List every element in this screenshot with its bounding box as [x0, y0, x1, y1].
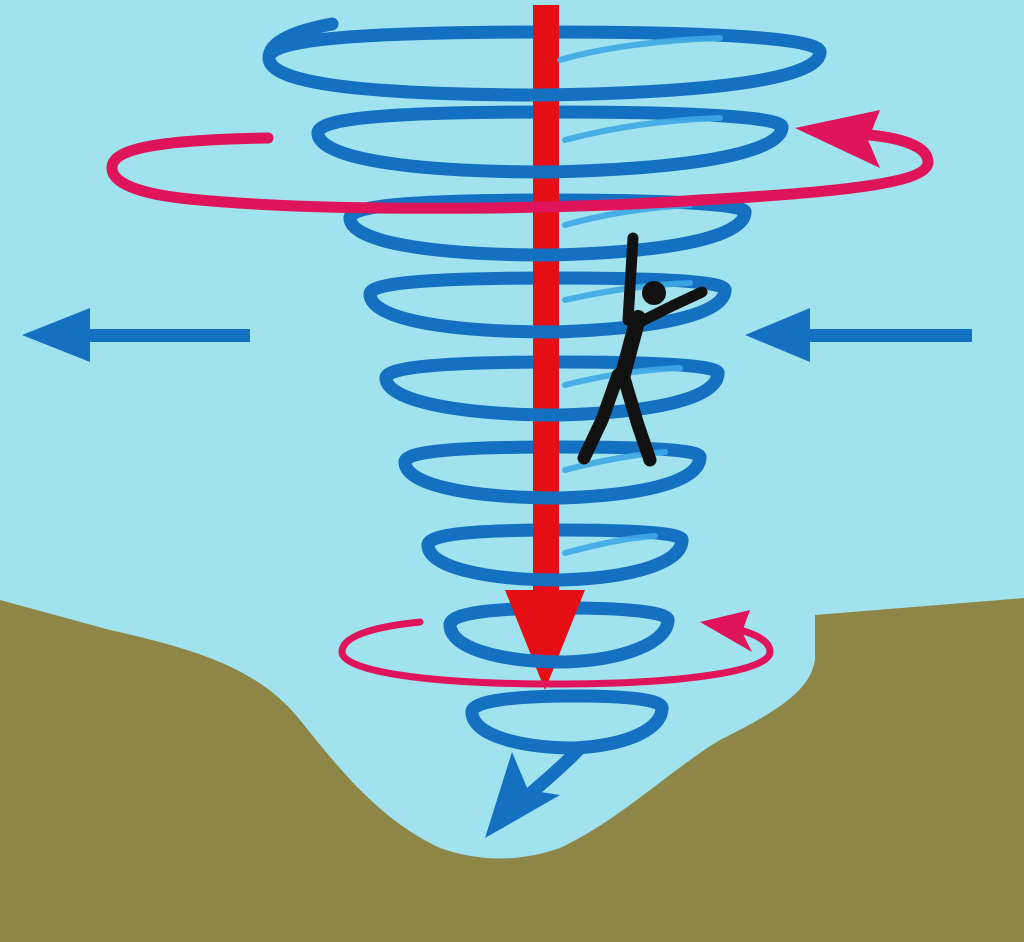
highlight-7 — [562, 533, 658, 556]
right-flow-arrow — [745, 308, 972, 362]
top-rotation-arrowhead — [795, 110, 880, 168]
swimmer-icon — [577, 232, 708, 467]
left-flow-arrow-head — [22, 308, 90, 362]
highlight-2 — [562, 115, 723, 143]
bottom-rotation-ring-stroke — [338, 618, 774, 688]
axis-arrow-head — [505, 590, 585, 690]
spiral-exit-arrowhead — [485, 752, 560, 838]
left-flow-arrow-shaft — [80, 329, 250, 342]
swimmer-right-leg — [617, 371, 657, 467]
coil-6-front — [398, 450, 707, 505]
highlight-4 — [562, 280, 693, 303]
left-flow-arrow — [22, 308, 250, 362]
coil-1-front — [262, 17, 827, 102]
bottom-rotation-arrowhead — [700, 610, 752, 652]
seabed — [0, 598, 1024, 942]
coil-7-back — [421, 523, 689, 552]
swimmer-raised-arm — [622, 232, 639, 326]
right-flow-arrow-shaft — [800, 329, 972, 342]
swimmer-torso — [614, 310, 646, 386]
top-rotation-ring-back — [106, 132, 274, 206]
bottom-rotation-ring — [338, 610, 774, 688]
swimmer-right-arm — [634, 286, 708, 328]
highlight-1 — [557, 35, 723, 63]
coil-5-back — [379, 355, 725, 385]
coil-7-front — [421, 533, 689, 587]
coil-5-front — [379, 366, 725, 422]
coil-8-front — [443, 613, 675, 669]
top-rotation-ring-front — [194, 129, 934, 214]
coil-9-back — [465, 689, 669, 719]
coil-6-back — [398, 440, 707, 469]
spiral-exit-arrow — [485, 741, 587, 838]
coil-3-front — [343, 205, 752, 262]
top-rotation-ring — [194, 110, 934, 214]
swimmer-left-leg — [577, 368, 625, 465]
right-flow-arrow-head — [745, 308, 810, 362]
spiral-highlights — [557, 35, 723, 556]
spiral-front-strokes — [262, 17, 827, 755]
coil-2-front — [311, 120, 789, 179]
swimmer-head — [642, 281, 666, 305]
coil-4-front — [363, 283, 732, 339]
